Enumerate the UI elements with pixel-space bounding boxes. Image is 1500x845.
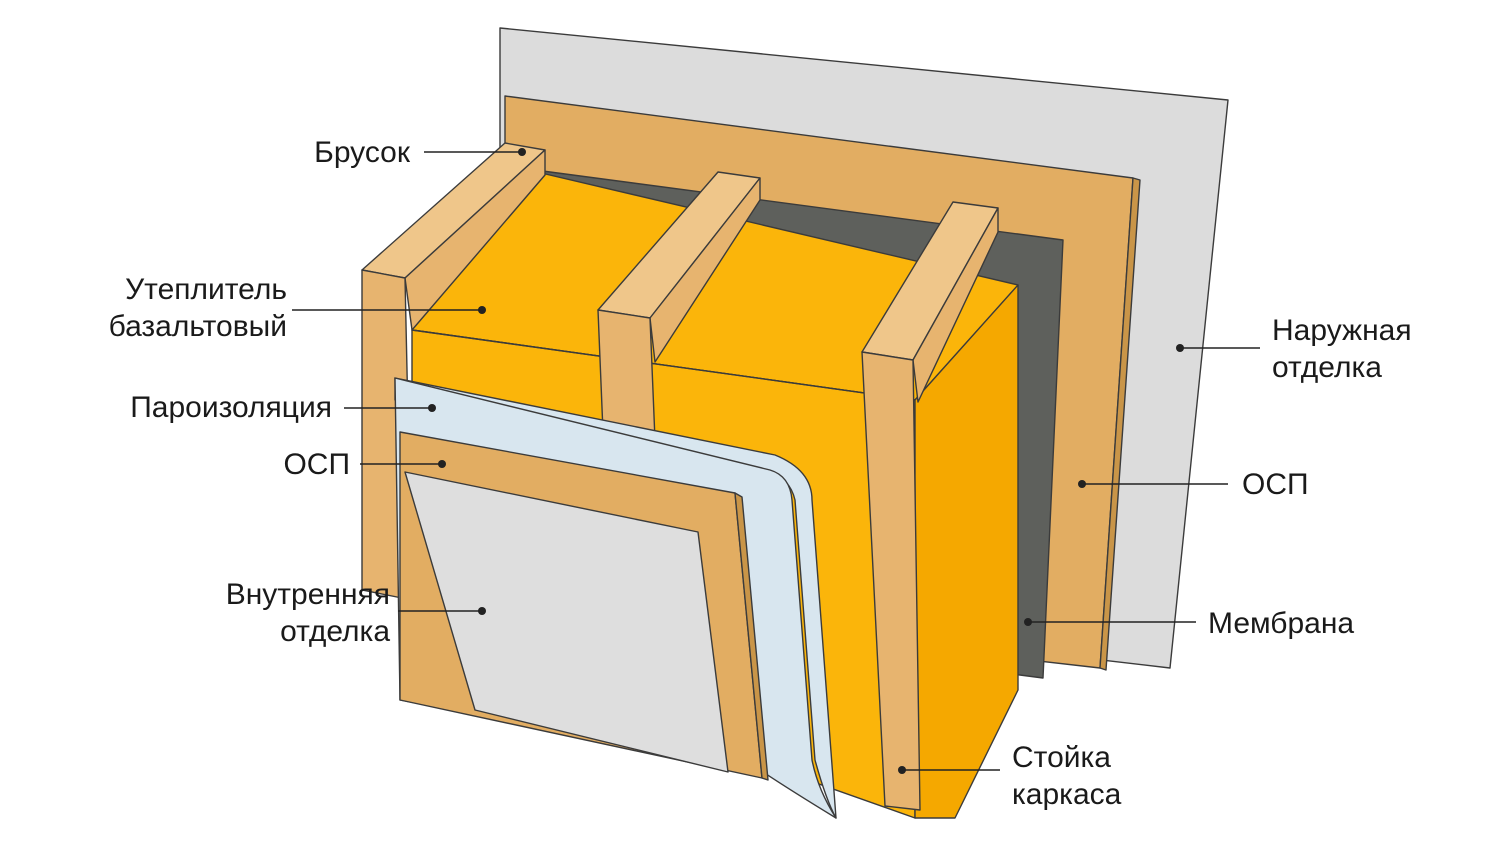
label-vapor-barrier: Пароизоляция (130, 391, 332, 424)
label-insulation-line1: Утеплитель (125, 273, 287, 306)
label-inner-finish-line1: Внутренняя (226, 578, 390, 611)
label-brusok: Брусок (314, 136, 411, 169)
label-outer-finish-line1: Наружная (1272, 314, 1412, 347)
osb-inner-edge (734, 492, 769, 781)
label-osb-inner: ОСП (283, 448, 350, 481)
label-insulation-line2: базальтовый (109, 310, 287, 343)
stud-right-side (912, 207, 999, 403)
stud-middle-side (649, 177, 761, 363)
label-outer-finish-line2: отделка (1272, 351, 1382, 384)
label-inner-finish-line2: отделка (280, 615, 390, 648)
label-stud-line1: Стойка (1012, 741, 1111, 774)
inner-finish-panel (404, 471, 729, 773)
stud-left-side (404, 149, 546, 331)
osb-outer-edge (1099, 177, 1141, 671)
stud-right-front (861, 351, 921, 811)
label-osb-outer: ОСП (1242, 468, 1309, 501)
leader-lines (292, 148, 1260, 774)
label-membrane: Мембрана (1208, 607, 1354, 640)
label-stud-line2: каркаса (1012, 778, 1122, 811)
